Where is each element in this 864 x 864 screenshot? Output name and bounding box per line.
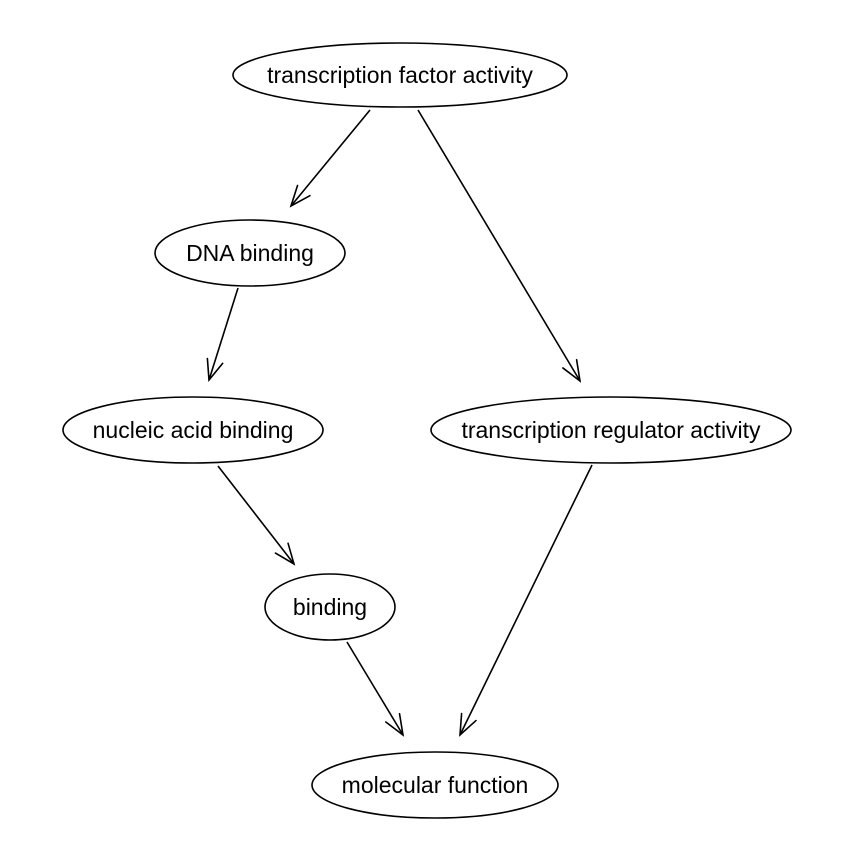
edge-transcription-factor-activity-to-transcription-regulator-activity <box>417 109 580 381</box>
node-label: transcription regulator activity <box>461 417 761 443</box>
node-label: molecular function <box>342 772 529 798</box>
node-ellipse <box>232 42 568 108</box>
node-label: binding <box>293 594 367 620</box>
node-ellipse <box>154 219 346 287</box>
edge-dna-binding-to-nucleic-acid-binding <box>209 287 239 380</box>
node-nucleic-acid-binding: nucleic acid binding <box>62 396 324 464</box>
node-label: DNA binding <box>186 240 314 266</box>
node-transcription-factor-activity: transcription factor activity <box>232 42 568 108</box>
node-ellipse <box>311 751 559 819</box>
edge-transcription-factor-activity-to-dna-binding <box>291 109 371 206</box>
node-transcription-regulator-activity: transcription regulator activity <box>430 396 792 464</box>
edges-layer <box>209 109 593 735</box>
edge-nucleic-acid-binding-to-binding <box>217 465 294 564</box>
node-binding: binding <box>264 573 396 641</box>
nodes-layer: transcription factor activity DNA bindin… <box>62 42 792 819</box>
edge-binding-to-molecular-function <box>346 641 403 735</box>
node-ellipse <box>430 396 792 464</box>
node-ellipse <box>264 573 396 641</box>
node-molecular-function: molecular function <box>311 751 559 819</box>
edge-transcription-regulator-activity-to-molecular-function <box>460 464 593 735</box>
node-ellipse <box>62 396 324 464</box>
node-label: transcription factor activity <box>267 62 533 88</box>
node-label: nucleic acid binding <box>93 417 294 443</box>
node-dna-binding: DNA binding <box>154 219 346 287</box>
